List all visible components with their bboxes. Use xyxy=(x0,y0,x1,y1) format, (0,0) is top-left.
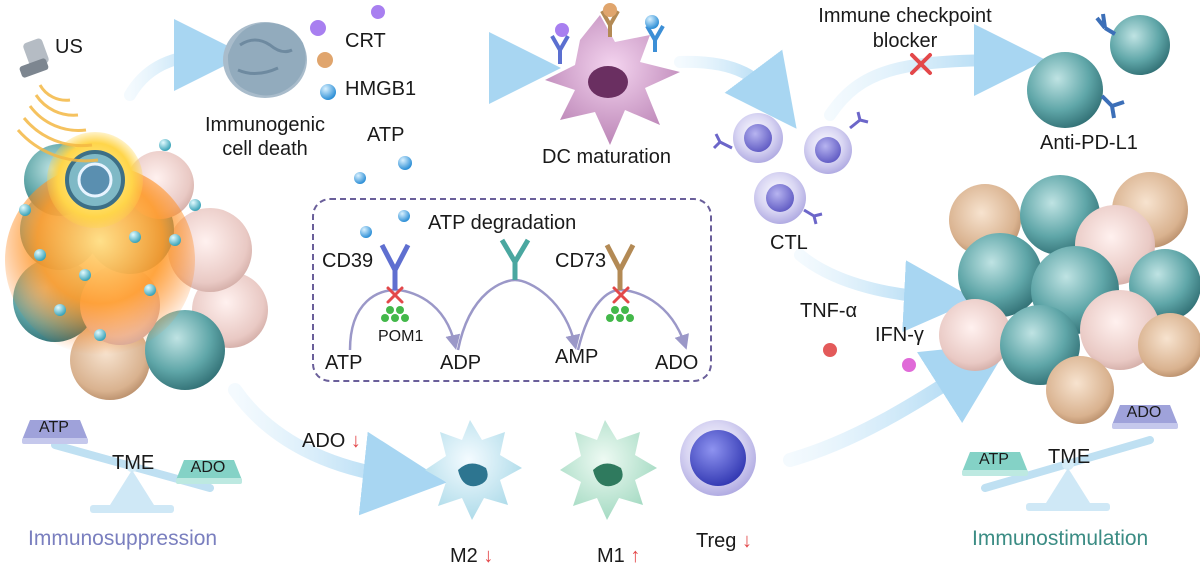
scale-right-low-label: ATP xyxy=(979,451,1009,468)
ctl-cells xyxy=(712,111,869,225)
dc-maturation-label: DC maturation xyxy=(542,146,671,168)
m2-label: M2 ↓ xyxy=(450,545,494,567)
scale-left-high-label: ATP xyxy=(39,419,69,436)
icd-label-line1: Immunogenic xyxy=(205,114,326,136)
tme-left-label: TME xyxy=(112,452,155,474)
tme-right-label: TME xyxy=(1048,446,1091,468)
icd-label-line2: cell death xyxy=(222,138,308,160)
m2-macrophage xyxy=(425,420,522,520)
atp-degradation-title: ATP degradation xyxy=(428,212,577,234)
arrow-ctl-to-checkpoint xyxy=(824,24,1046,121)
tnf-alpha-label: TNF-α xyxy=(800,300,858,322)
cd-intermediate-receptor-icon xyxy=(499,238,531,280)
ctl-label: CTL xyxy=(770,232,808,254)
ifn-gamma-label: IFN-γ xyxy=(875,324,924,346)
left-tumor-cluster xyxy=(5,132,268,400)
cytokine-dots xyxy=(823,343,916,372)
pom1-label: POM1 xyxy=(378,328,424,345)
scale-left-low-label: ADO xyxy=(190,459,226,476)
arrow-ctl-to-tumor xyxy=(794,249,976,333)
m1-label: M1 ↑ xyxy=(597,545,641,567)
arrow-tumor-to-macrophage xyxy=(228,383,447,516)
arrow-dc-to-ctl xyxy=(674,49,797,129)
ado-product-label: ADO xyxy=(655,352,699,374)
hmgb1-label: HMGB1 xyxy=(345,78,417,100)
checkpoint-label-line2: blocker xyxy=(872,30,938,52)
arrow-us-to-icd xyxy=(124,19,246,101)
immunosuppression-label: Immunosuppression xyxy=(28,527,218,550)
amp-label: AMP xyxy=(555,346,599,368)
cd39-receptor-icon xyxy=(379,243,411,290)
down-arrow-icon: ↓ xyxy=(345,430,361,452)
released-molecules xyxy=(354,5,412,238)
anti-pdl1-label: Anti-PD-L1 xyxy=(1040,132,1138,154)
anti-pdl1-cells xyxy=(1027,13,1170,128)
immunogenic-dying-cell xyxy=(223,20,336,100)
cd73-receptor-icon xyxy=(604,243,636,290)
cd73-label: CD73 xyxy=(555,250,607,272)
checkpoint-label-line1: Immune checkpoint xyxy=(818,5,992,27)
atp-substrate-label: ATP xyxy=(325,352,363,374)
up-arrow-icon: ↑ xyxy=(624,545,641,567)
flow-arrows xyxy=(124,19,1046,516)
atp-degradation-box xyxy=(312,198,712,382)
atp-top-label: ATP xyxy=(367,124,405,146)
adp-label: ADP xyxy=(440,352,482,374)
right-balance-scale xyxy=(962,405,1178,511)
ado-decrease-label: ADO ↓ xyxy=(302,430,361,452)
atp-degradation-pathway xyxy=(348,238,689,351)
m1-macrophage xyxy=(560,420,657,520)
down-arrow-icon: ↓ xyxy=(477,545,494,567)
dendritic-cell xyxy=(545,3,680,145)
immunostimulation-label: Immunostimulation xyxy=(972,527,1149,550)
cd39-label: CD39 xyxy=(322,250,374,272)
crt-label: CRT xyxy=(345,30,386,52)
blocked-cross-icon xyxy=(910,53,932,75)
arrow-treg-to-tumor xyxy=(783,342,1011,467)
left-balance-scale xyxy=(22,420,242,513)
right-tumor-cluster xyxy=(939,172,1200,424)
pom1-inhibitor xyxy=(381,286,634,322)
treg-cell xyxy=(680,420,756,496)
us-label: US xyxy=(55,36,83,58)
ultrasound-transducer-icon xyxy=(16,38,99,163)
down-arrow-icon: ↓ xyxy=(736,530,752,552)
scale-right-high-label: ADO xyxy=(1126,404,1162,421)
treg-label: Treg ↓ xyxy=(696,530,752,552)
